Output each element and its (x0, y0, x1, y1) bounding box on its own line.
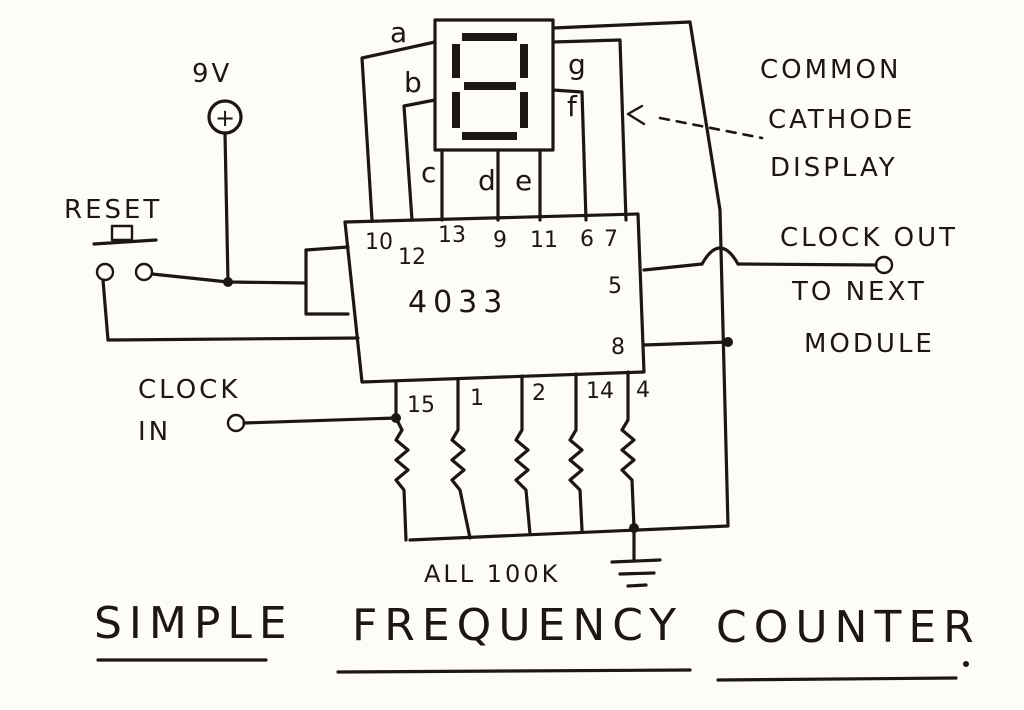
title-word-2: FREQUENCY (352, 600, 683, 651)
display-label-line3: DISPLAY (770, 153, 898, 183)
voltage-label: 9V (192, 59, 232, 89)
ic-4033: 4033 (343, 212, 646, 384)
junction-dot (723, 337, 733, 347)
arrow-left-icon (626, 104, 646, 126)
segment-b (520, 44, 528, 78)
title-word-3: COUNTER (716, 602, 981, 653)
clock-in-label-line1: CLOCK (138, 375, 240, 405)
segment-a (462, 33, 517, 41)
title-word-1: SIMPLE (94, 598, 294, 649)
pin-label-5: 5 (608, 274, 622, 299)
pin-label-7: 7 (604, 227, 618, 252)
pin-label-15: 15 (407, 393, 435, 418)
display-label-line2: CATHODE (768, 105, 915, 135)
clock-out-terminal-icon (874, 255, 894, 275)
pin-label-2: 2 (532, 381, 546, 406)
segment-label-f: f (567, 90, 578, 123)
pin-label-1: 1 (470, 386, 484, 411)
segment-g (464, 82, 516, 90)
segment-label-d: d (478, 164, 496, 197)
segment-f (452, 44, 460, 78)
resistor-note: ALL 100K (424, 560, 560, 588)
seven-segment-display (433, 18, 555, 152)
ic-body (343, 212, 646, 384)
reset-switch-icon (92, 224, 158, 282)
ground-icon (610, 526, 662, 588)
display-wiring (360, 38, 628, 222)
clock-in-label-line2: IN (138, 417, 171, 447)
title-period (963, 661, 969, 667)
title-underline-2 (336, 668, 692, 674)
segment-d (462, 132, 517, 140)
clock-out-label-line1: CLOCK OUT (780, 223, 958, 253)
pin-label-11: 11 (530, 228, 558, 253)
pull-down-resistors (394, 370, 636, 542)
clock-out-label-line2: TO NEXT (791, 277, 927, 307)
reset-label: RESET (64, 195, 162, 225)
battery-plus-icon: + (207, 99, 243, 135)
pin-label-13: 13 (438, 223, 466, 248)
clock-in-terminal-icon (226, 413, 246, 433)
clock-out-label-line3: MODULE (804, 329, 935, 359)
chip-label: 4033 (408, 285, 508, 320)
segment-e (452, 92, 460, 128)
pin-label-14: 14 (586, 379, 614, 404)
svg-text:+: + (215, 104, 235, 132)
segment-c (520, 92, 528, 128)
segment-label-c: c (421, 156, 436, 189)
segment-label-e: e (515, 164, 532, 197)
segment-label-a: a (390, 16, 407, 49)
display-label-line1: COMMON (760, 55, 901, 85)
pin-label-6: 6 (580, 227, 594, 252)
title-underline-3 (716, 676, 958, 682)
pin-label-12: 12 (398, 245, 426, 270)
pin-label-4: 4 (636, 378, 650, 403)
pin-label-10: 10 (365, 230, 393, 255)
segment-label-b: b (404, 66, 422, 99)
pin-label-8: 8 (611, 335, 625, 360)
pin-label-9: 9 (493, 228, 507, 253)
segment-label-g: g (568, 48, 586, 81)
display-body (433, 18, 555, 152)
